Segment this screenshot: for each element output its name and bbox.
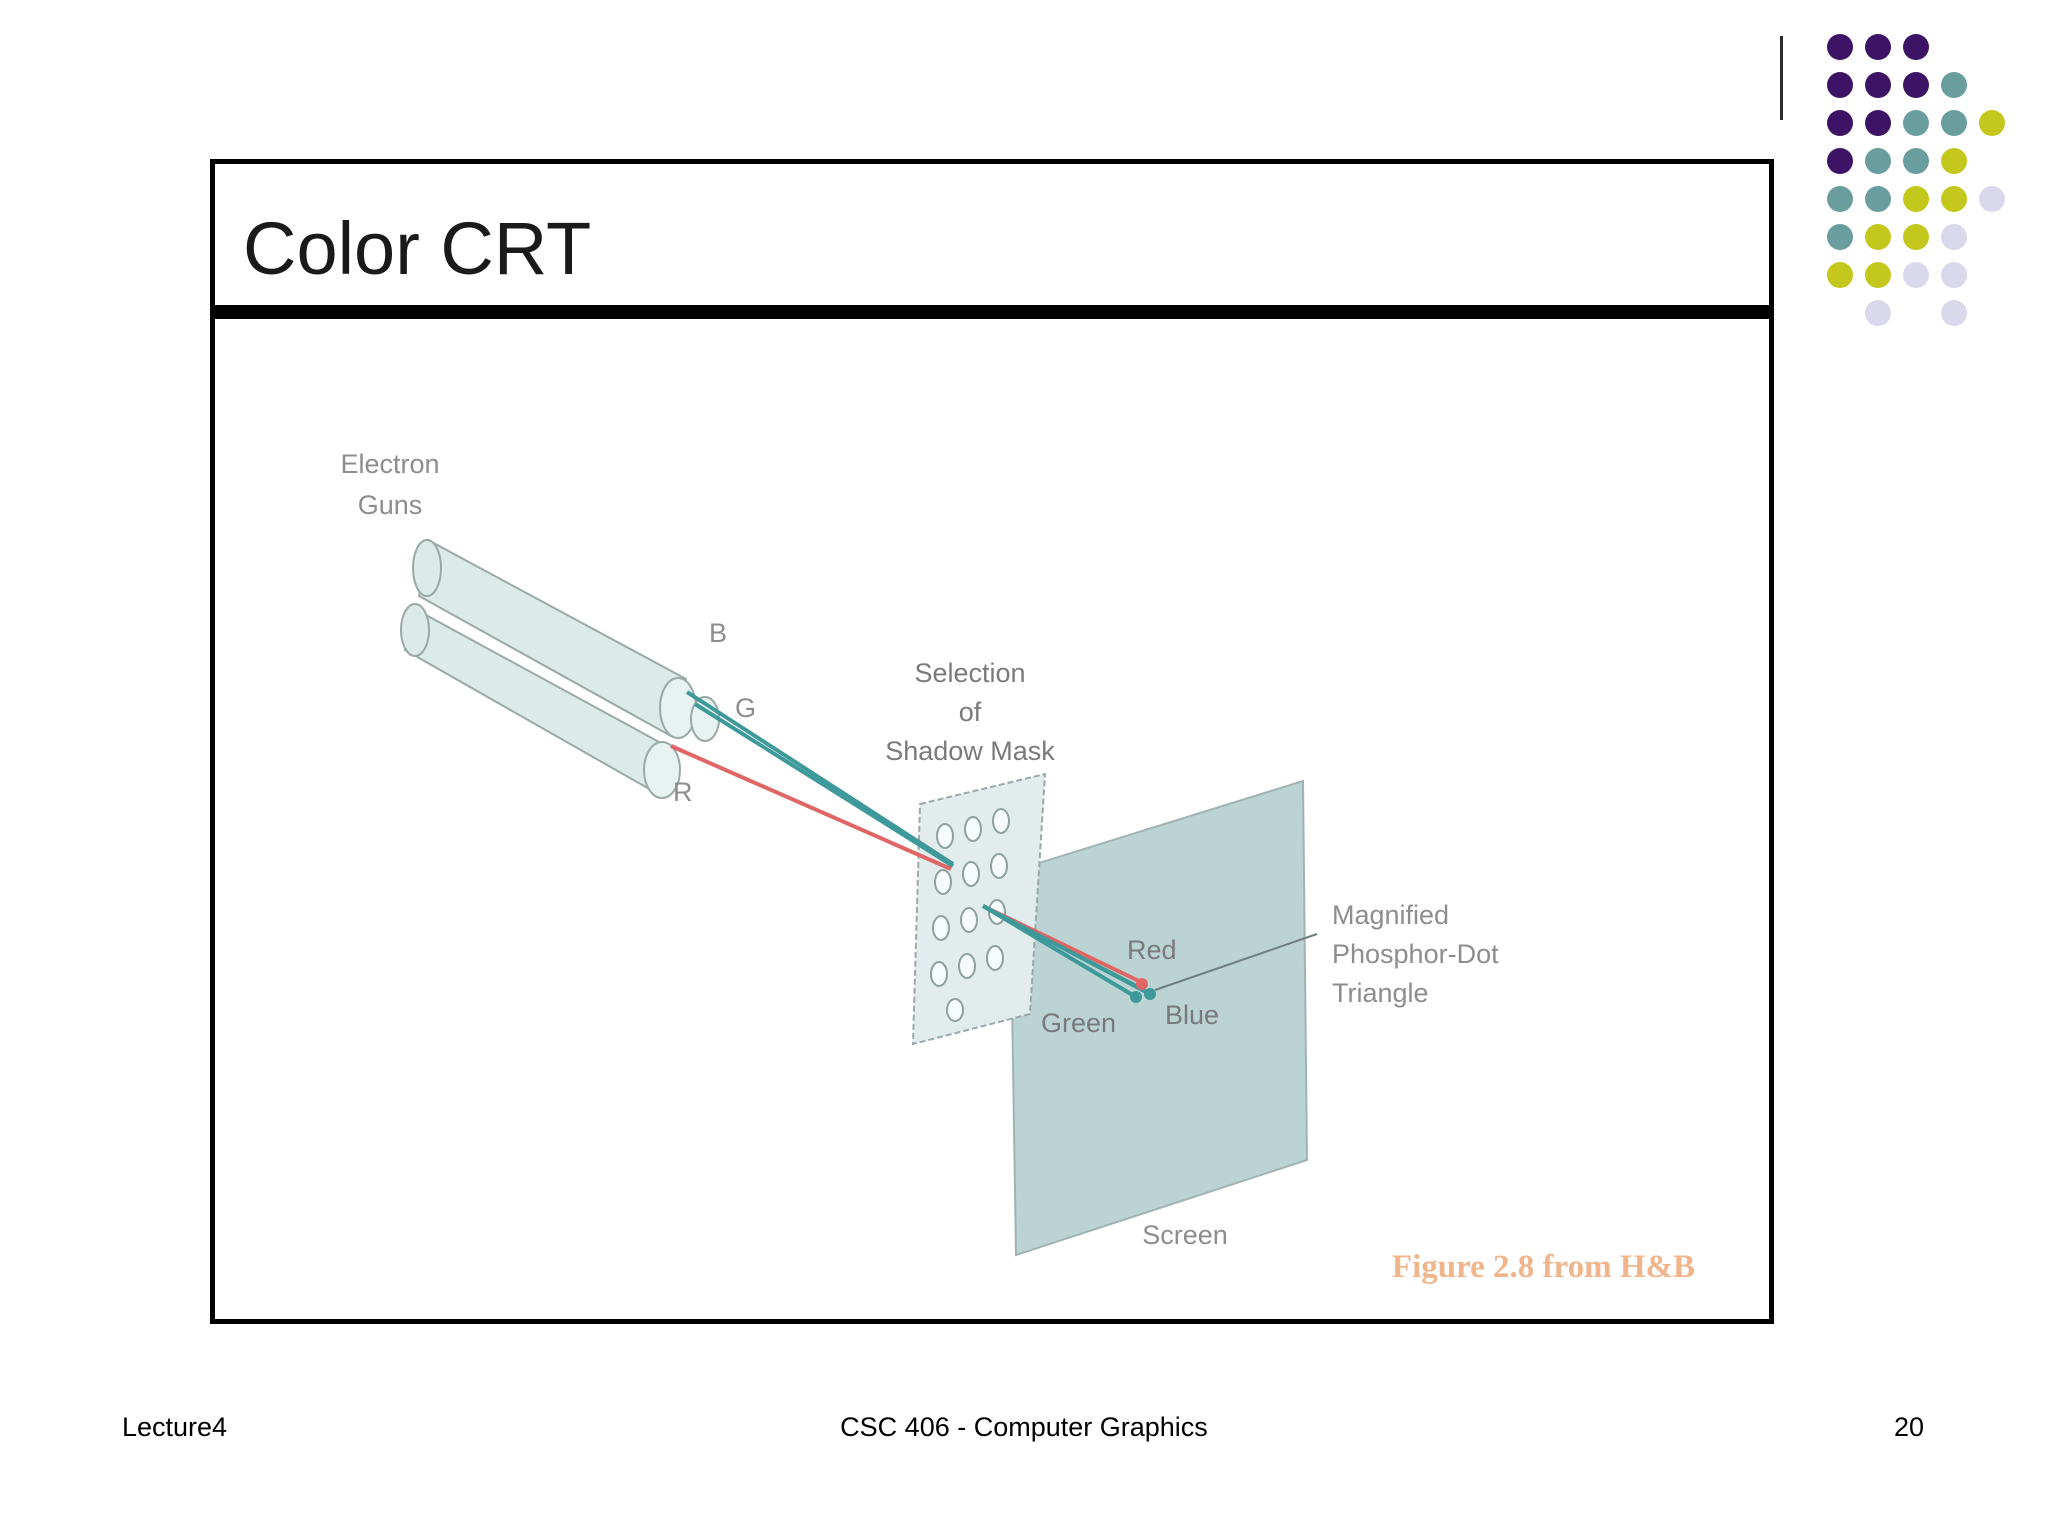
decorative-dot — [1903, 186, 1929, 212]
electron-guns — [400, 538, 720, 799]
label-gun-r: R — [673, 777, 693, 807]
label-phosphor-line1: Magnified — [1332, 900, 1449, 930]
decorative-dot — [1941, 224, 1967, 250]
phosphor-dot-triangle — [1130, 933, 1318, 1003]
decorative-dot — [1865, 262, 1891, 288]
label-gun-g: G — [735, 693, 756, 723]
label-electron-guns-line2: Guns — [358, 490, 423, 520]
decorative-dot — [1865, 186, 1891, 212]
decorative-dot — [1865, 148, 1891, 174]
label-shadow-mask-line3: Shadow Mask — [885, 736, 1055, 766]
electron-beams — [670, 690, 1151, 999]
decorative-dot — [1865, 110, 1891, 136]
decorative-dot — [1865, 224, 1891, 250]
label-phosphor-line2: Phosphor-Dot — [1332, 939, 1499, 969]
label-gun-b: B — [709, 618, 727, 648]
decorative-dot — [1827, 186, 1853, 212]
decorative-dot — [1979, 186, 2005, 212]
decorative-divider-line — [1780, 36, 1783, 120]
decorative-dot — [1865, 34, 1891, 60]
color-crt-diagram: Electron Guns B G R Selection of Shadow … — [340, 449, 1695, 1285]
decorative-dot — [1903, 224, 1929, 250]
decorative-dot — [1827, 34, 1853, 60]
decorative-dot — [1941, 300, 1967, 326]
label-shadow-mask-line1: Selection — [914, 658, 1025, 688]
decorative-dot — [1827, 110, 1853, 136]
gun-cylinder-bottom — [400, 603, 681, 799]
decorative-dot — [1903, 262, 1929, 288]
decorative-dot — [1903, 72, 1929, 98]
label-electron-guns-line1: Electron — [340, 449, 439, 479]
decorative-dot — [1941, 262, 1967, 288]
slide-title: Color CRT — [243, 207, 592, 290]
decorative-dot — [1941, 110, 1967, 136]
decorative-dot — [1979, 110, 2005, 136]
screen-panel — [1008, 779, 1309, 1257]
decorative-dot — [1827, 224, 1853, 250]
label-phosphor-line3: Triangle — [1332, 978, 1429, 1008]
decorative-dot-grid — [1827, 34, 2005, 326]
slide-figure-frame: Color CRT — [210, 159, 1774, 1324]
label-screen: Screen — [1142, 1220, 1228, 1250]
decorative-dot — [1865, 72, 1891, 98]
decorative-dot — [1827, 262, 1853, 288]
decorative-dot — [1903, 110, 1929, 136]
footer-page-number: 20 — [1893, 1412, 1924, 1442]
shadow-mask — [911, 772, 1047, 1046]
decorative-dot — [1865, 300, 1891, 326]
footer-course: CSC 406 - Computer Graphics — [840, 1412, 1208, 1442]
decorative-dot — [1903, 148, 1929, 174]
label-dot-green: Green — [1041, 1008, 1116, 1038]
decorative-dot — [1941, 72, 1967, 98]
label-dot-blue: Blue — [1165, 1000, 1219, 1030]
decorative-dot — [1941, 148, 1967, 174]
title-underline — [215, 305, 1770, 319]
gun-cylinder-top — [412, 538, 697, 739]
decorative-dot — [1827, 148, 1853, 174]
decorative-dot — [1827, 72, 1853, 98]
label-shadow-mask-line2: of — [959, 697, 982, 727]
decorative-dot — [1903, 34, 1929, 60]
figure-credit: Figure 2.8 from H&B — [1392, 1249, 1695, 1285]
footer-lecture: Lecture4 — [122, 1412, 228, 1442]
decorative-dot — [1941, 186, 1967, 212]
label-dot-red: Red — [1127, 935, 1177, 965]
